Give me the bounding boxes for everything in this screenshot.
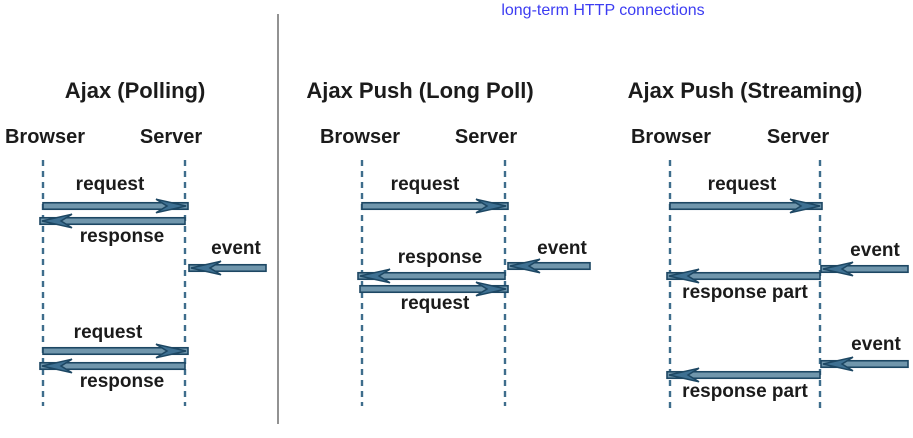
message-event-3-ajax-polling-arrow-shaft [188,263,267,273]
actor-label-server-ajax-push-streaming: Server [766,126,830,148]
message-request-1-ajax-push-long-poll-arrow-head [475,198,507,214]
message-response-5-ajax-polling-arrow-head [41,358,73,374]
message-response-5-ajax-polling-label: response [79,371,165,392]
message-response-2-ajax-polling-label: response [79,226,165,247]
message-event-3-ajax-polling-arrow-head [190,260,222,276]
message-event-2-ajax-push-long-poll-arrow-head [509,258,541,274]
message-response-part-5-ajax-push-streaming-arrow-head [668,367,700,383]
message-response-2-ajax-polling-arrow-shaft [39,216,186,226]
message-response-part-5-ajax-push-streaming-arrow-shaft [666,370,821,380]
message-request-1-ajax-push-streaming-arrow-head [789,198,821,214]
message-event-2-ajax-push-streaming-label: event [850,240,900,261]
panel-title-ajax-polling: Ajax (Polling) [64,78,206,103]
message-request-1-ajax-polling-arrow-head [155,198,187,214]
message-response-3-ajax-push-long-poll-arrow-head [359,268,391,284]
message-request-4-ajax-polling-arrow-head [155,343,187,359]
message-request-1-ajax-push-streaming-label: request [707,174,777,195]
message-response-part-5-ajax-push-streaming-label: response part [682,381,808,402]
message-request-1-ajax-push-streaming-arrow-shaft [669,201,823,211]
message-response-part-3-ajax-push-streaming-arrow-shaft [666,271,821,281]
message-event-3-ajax-polling-label: event [211,238,261,259]
message-request-1-ajax-polling-label: request [75,174,145,195]
caption-long-term-http-connections: long-term HTTP connections [501,2,705,19]
actor-label-browser-ajax-push-streaming: Browser [630,126,712,148]
message-response-3-ajax-push-long-poll-arrow-shaft [357,271,506,281]
actor-label-server-ajax-push-long-poll: Server [454,126,518,148]
message-response-part-3-ajax-push-streaming-label: response part [682,282,808,303]
panel-title-ajax-push-long-poll: Ajax Push (Long Poll) [306,78,534,103]
actor-label-browser-ajax-push-long-poll: Browser [319,126,401,148]
message-request-4-ajax-polling-arrow-shaft [42,346,189,356]
message-request-1-ajax-push-long-poll-label: request [390,174,460,195]
message-event-2-ajax-push-streaming-arrow-shaft [820,264,909,274]
message-event-2-ajax-push-long-poll-label: event [537,238,587,259]
message-event-2-ajax-push-streaming-arrow-head [822,261,854,277]
message-request-4-ajax-push-long-poll-arrow-head [475,281,507,297]
actor-label-browser-ajax-polling: Browser [4,126,86,148]
message-event-2-ajax-push-long-poll-arrow-shaft [507,261,591,271]
message-response-5-ajax-polling-arrow-shaft [39,361,186,371]
message-request-1-ajax-push-long-poll-arrow-shaft [361,201,509,211]
message-response-3-ajax-push-long-poll-label: response [397,247,483,268]
message-event-4-ajax-push-streaming-label: event [851,334,901,355]
message-request-4-ajax-push-long-poll-arrow-shaft [359,284,509,294]
message-response-2-ajax-polling-arrow-head [41,213,73,229]
message-request-4-ajax-polling-label: request [73,322,143,343]
message-request-1-ajax-polling-arrow-shaft [42,201,189,211]
panel-title-ajax-push-streaming: Ajax Push (Streaming) [627,78,863,103]
message-event-4-ajax-push-streaming-arrow-head [822,356,854,372]
message-event-4-ajax-push-streaming-arrow-shaft [820,359,909,369]
actor-label-server-ajax-polling: Server [139,126,203,148]
message-request-4-ajax-push-long-poll-label: request [400,293,470,314]
message-response-part-3-ajax-push-streaming-arrow-head [668,268,700,284]
